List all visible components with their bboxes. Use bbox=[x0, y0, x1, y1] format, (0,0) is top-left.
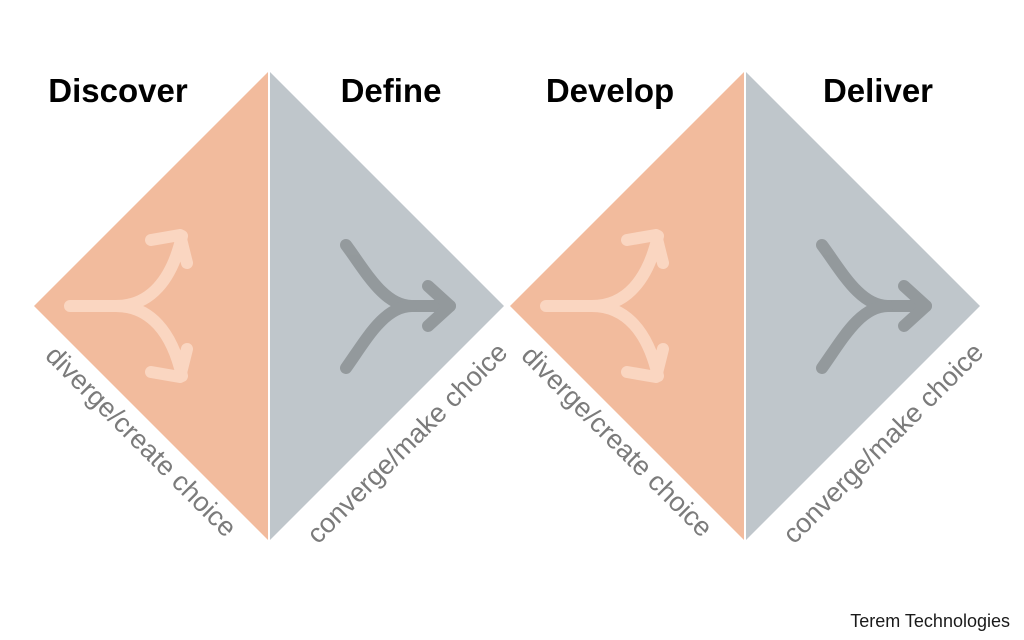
split-arrows-icon bbox=[64, 229, 193, 383]
merge-arrow-icon bbox=[816, 239, 932, 374]
phase-title-define: Define bbox=[341, 72, 442, 109]
converge-triangle-deliver bbox=[746, 72, 980, 540]
split-arrows-icon bbox=[540, 229, 669, 383]
phase-title-discover: Discover bbox=[48, 72, 188, 109]
merge-arrow-icon bbox=[340, 239, 456, 374]
diverge-triangle-develop bbox=[510, 72, 744, 540]
phase-title-develop: Develop bbox=[546, 72, 674, 109]
phase-title-deliver: Deliver bbox=[823, 72, 933, 109]
converge-triangle-define bbox=[270, 72, 504, 540]
credit-text: Terem Technologies bbox=[850, 611, 1010, 631]
diamond-1: diverge/create choice converge/make choi… bbox=[34, 72, 513, 549]
diverge-triangle-discover bbox=[34, 72, 268, 540]
diamond-2: diverge/create choice converge/make choi… bbox=[510, 72, 989, 549]
